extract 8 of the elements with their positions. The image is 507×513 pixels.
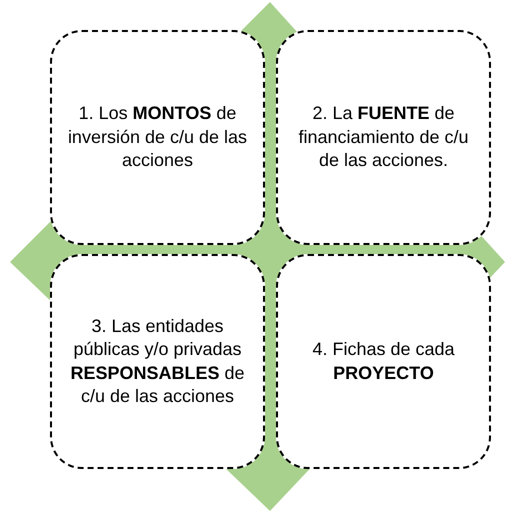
box-text: 3. Las entidades públicas y/o privadas RESPONSABLES de c/u de las acciones [69, 314, 246, 408]
rounded-box [50, 254, 265, 469]
box-text: 1. Los MONTOS de inversión de c/u de las acciones [66, 102, 248, 172]
box-text: 2. La FUENTE de financiamiento de c/u de las acciones. [297, 102, 470, 172]
box-text: 4. Fichas de cada PROYECTO [311, 338, 456, 384]
rounded-box [276, 30, 491, 245]
rounded-box [276, 254, 491, 469]
rounded-box [50, 30, 265, 245]
